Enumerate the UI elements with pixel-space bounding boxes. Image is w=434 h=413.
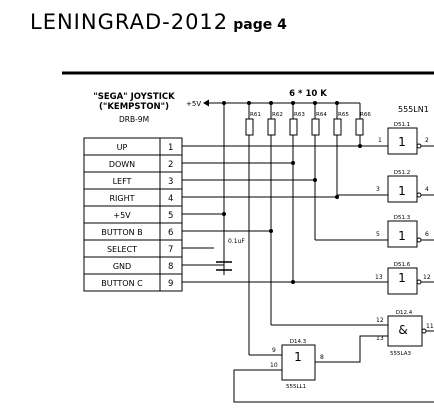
gate-name: D14.3 (290, 339, 307, 345)
gate-out-pin: 2 (425, 137, 429, 144)
title-page: page 4 (233, 17, 287, 33)
inversion-bubble (421, 328, 427, 334)
gate-symbol: 1 (398, 184, 406, 198)
connector-name: "SEGA" JOYSTICK (93, 92, 175, 102)
junction-dot (269, 101, 273, 105)
junction-dot (222, 101, 226, 105)
inverter-gate: D51.1 1 1 2 (378, 122, 429, 155)
chip-label-top: 555LN1 (398, 105, 429, 114)
wiring (182, 102, 434, 403)
resistor-name: R62 (272, 112, 283, 118)
connector-part: DRB-9M (119, 115, 149, 124)
gate-in-pin: 13 (375, 274, 383, 281)
gate-chip: 555LL1 (286, 384, 306, 390)
gate-in-pin: 3 (376, 186, 380, 193)
gate-in-pin: 10 (270, 362, 278, 369)
pin-label: SELECT (107, 245, 137, 254)
resistor (311, 118, 320, 136)
resistor-name: R64 (316, 112, 327, 118)
inversion-bubble (416, 279, 422, 285)
gate-in-pin: 9 (272, 347, 276, 354)
junction-dot (313, 101, 317, 105)
power-arrow-icon (203, 99, 209, 107)
resistor-array-label: 6 * 10 K (289, 89, 327, 99)
pin-label: GND (113, 262, 131, 271)
gate-in-pin: 12 (376, 317, 384, 324)
gate-in-pin: 5 (376, 231, 380, 238)
pin-label: LEFT (113, 177, 132, 186)
junction-dot (291, 280, 295, 284)
resistor (245, 118, 254, 136)
capacitor-label: 0.1uF (228, 238, 245, 245)
pin-label: DOWN (109, 160, 135, 169)
page-title: LENINGRAD-2012 page 4 (30, 10, 287, 34)
gate-in-pin: 1 (378, 137, 382, 144)
pin-number: 6 (168, 228, 173, 238)
inverter-gate: D51.6 1 13 12 (375, 262, 431, 295)
junction-dot (291, 101, 295, 105)
inversion-bubble (416, 237, 422, 243)
gate-name: D12.4 (396, 310, 413, 316)
pin-label: BUTTON C (101, 279, 143, 288)
gate-out-pin: 4 (425, 186, 429, 193)
pin-label: BUTTON B (101, 228, 142, 237)
gate-symbol: 1 (398, 135, 406, 149)
gate-out-pin: 6 (425, 231, 429, 238)
gate-out-pin: 11 (426, 323, 434, 330)
pin-number: 7 (168, 245, 173, 255)
nand-gate: D12.4 & 12 13 11 555LA3 (376, 310, 434, 357)
capacitor (216, 261, 232, 271)
gate-out-pin: 12 (423, 274, 431, 281)
pin-label: UP (117, 143, 128, 152)
connector-subname: ("KEMPSTON") (99, 102, 169, 112)
resistor-array (245, 118, 364, 136)
junction-dot (222, 212, 226, 216)
pin-label: RIGHT (109, 194, 134, 203)
gate-in-pin: 13 (376, 335, 384, 342)
resistor-name: R66 (360, 112, 371, 118)
junction-dot (335, 195, 339, 199)
gate-symbol: & (398, 323, 407, 337)
resistor-name: R65 (338, 112, 349, 118)
inversion-bubble (416, 192, 422, 198)
inverter-gate: D51.3 1 5 6 (376, 215, 429, 248)
gate-symbol: 1 (398, 229, 406, 243)
gate-symbol: 1 (398, 271, 406, 285)
gate-name: D51.2 (394, 170, 410, 176)
resistor-name: R61 (250, 112, 261, 118)
pin-label: +5V (113, 211, 131, 220)
inversion-bubble (416, 143, 422, 149)
pin-number: 9 (168, 279, 173, 289)
power-label: +5V (186, 100, 201, 108)
gate-chip: 555LA3 (390, 351, 411, 357)
resistor (289, 118, 298, 136)
gate-name: D51.3 (394, 215, 411, 221)
title-main: LENINGRAD-2012 (30, 10, 229, 34)
resistor (267, 118, 276, 136)
gate-name: D51.1 (394, 122, 410, 128)
gate-out-pin: 8 (320, 354, 324, 361)
pin-number: 1 (168, 143, 173, 153)
resistor (355, 118, 364, 136)
resistor-name: R63 (294, 112, 305, 118)
pin-number: 5 (168, 211, 173, 221)
junction-dot (313, 178, 317, 182)
pin-number: 4 (168, 194, 173, 204)
pin-number: 8 (168, 262, 173, 272)
buffer-gate: D14.3 1 9 10 8 555LL1 (270, 339, 333, 390)
resistor (333, 118, 342, 136)
inverter-gate: D51.2 1 3 4 (376, 170, 429, 203)
junction-dot (269, 229, 273, 233)
junction-dot (291, 161, 295, 165)
junctions (222, 101, 362, 284)
gate-name: D51.6 (394, 262, 411, 268)
pin-number: 2 (168, 160, 173, 170)
junction-dot (358, 144, 362, 148)
junction-dot (335, 101, 339, 105)
junction-dot (247, 101, 251, 105)
pin-number: 3 (168, 177, 173, 187)
gate-symbol: 1 (294, 350, 302, 364)
